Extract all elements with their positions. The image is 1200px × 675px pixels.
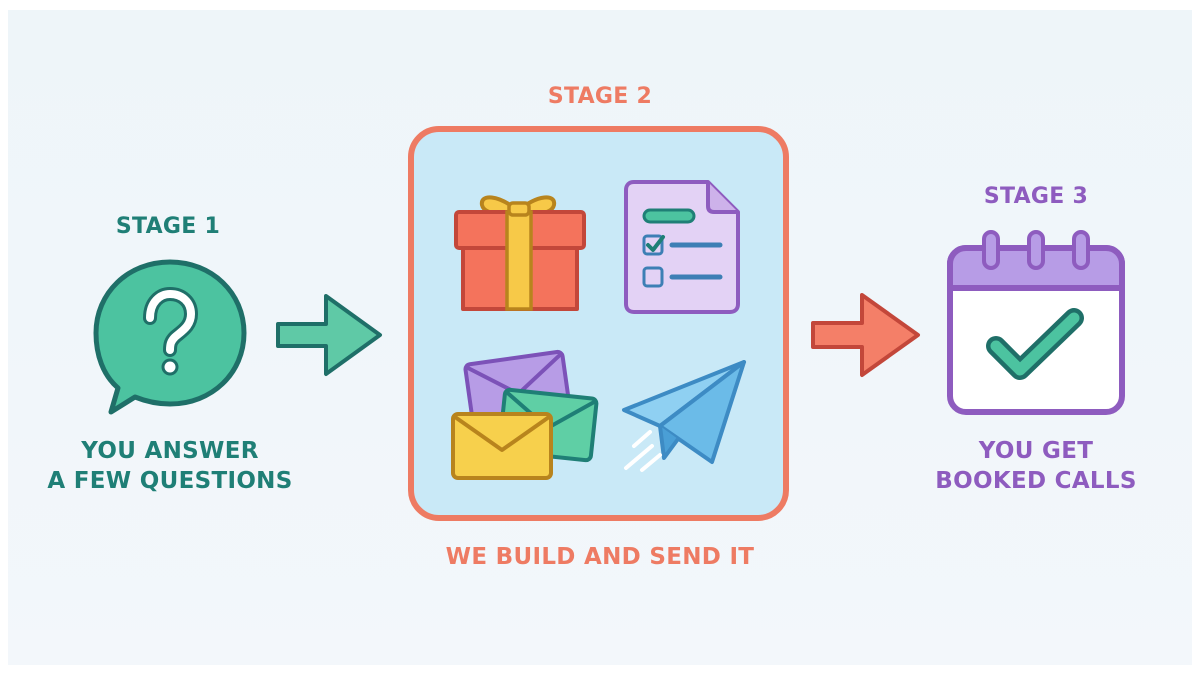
paper-plane-icon [622,360,746,472]
stage1-description-line1: YOU ANSWER [81,438,259,464]
stage3-description-line1: YOU GET [978,438,1094,464]
stage2-description: WE BUILD AND SEND IT [445,544,755,570]
stage1-description: YOU ANSWER A FEW QUESTIONS [20,436,320,496]
arrow-right-icon [276,294,382,376]
stage1-description-line2: A FEW QUESTIONS [47,468,293,494]
arrow-right-icon [811,293,920,377]
stage1-title: STAGE 1 [115,214,221,239]
stage2-title: STAGE 2 [547,84,653,109]
envelopes-icon [451,349,599,480]
checklist-document-icon [624,180,740,314]
stage3-title: STAGE 3 [983,184,1089,209]
calendar-check-icon [947,230,1125,415]
stage3-description-line2: BOOKED CALLS [935,468,1137,494]
gift-icon [454,195,586,311]
question-speech-bubble-icon [93,259,247,415]
stage3-description: YOU GET BOOKED CALLS [916,436,1156,496]
